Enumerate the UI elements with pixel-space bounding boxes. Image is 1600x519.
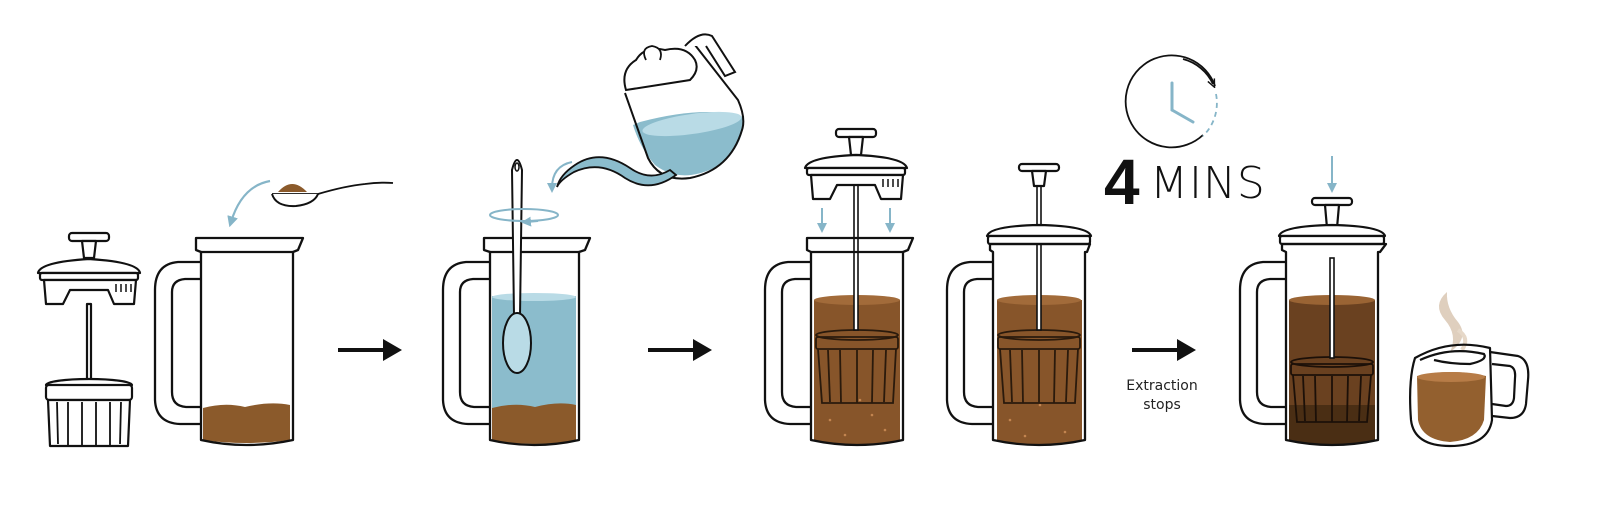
step-2-carafe [441, 33, 745, 447]
coffee-grounds [203, 403, 290, 443]
stir-arrow-icon [489, 208, 559, 222]
clock-timer-icon [1124, 54, 1218, 149]
step-3-carafe-lid-above [763, 127, 915, 447]
caption-line-1: Extraction [1126, 378, 1198, 394]
step-3-carafe-steeping [945, 162, 1093, 447]
step-1-plunger-assembly [36, 231, 142, 448]
next-step-arrow-icon [1132, 339, 1196, 361]
step-1-carafe [153, 179, 394, 447]
kettle [556, 33, 745, 188]
scoop-spoon [271, 181, 394, 208]
coffee-cup [1409, 292, 1530, 448]
pour-arrow-icon [547, 161, 573, 193]
caption-line-2: stops [1143, 397, 1181, 413]
timer-unit-label: MINS [1150, 158, 1266, 209]
next-step-arrow-icon [338, 339, 402, 361]
next-step-arrow-icon [648, 339, 712, 361]
stirring-spoon [502, 159, 532, 374]
pour-arrow-icon [227, 179, 271, 228]
timer-minutes-number: 4 [1104, 146, 1140, 218]
extraction-stops-caption: Extraction stops [1112, 377, 1212, 415]
step-4-carafe-pressed [1238, 156, 1388, 447]
